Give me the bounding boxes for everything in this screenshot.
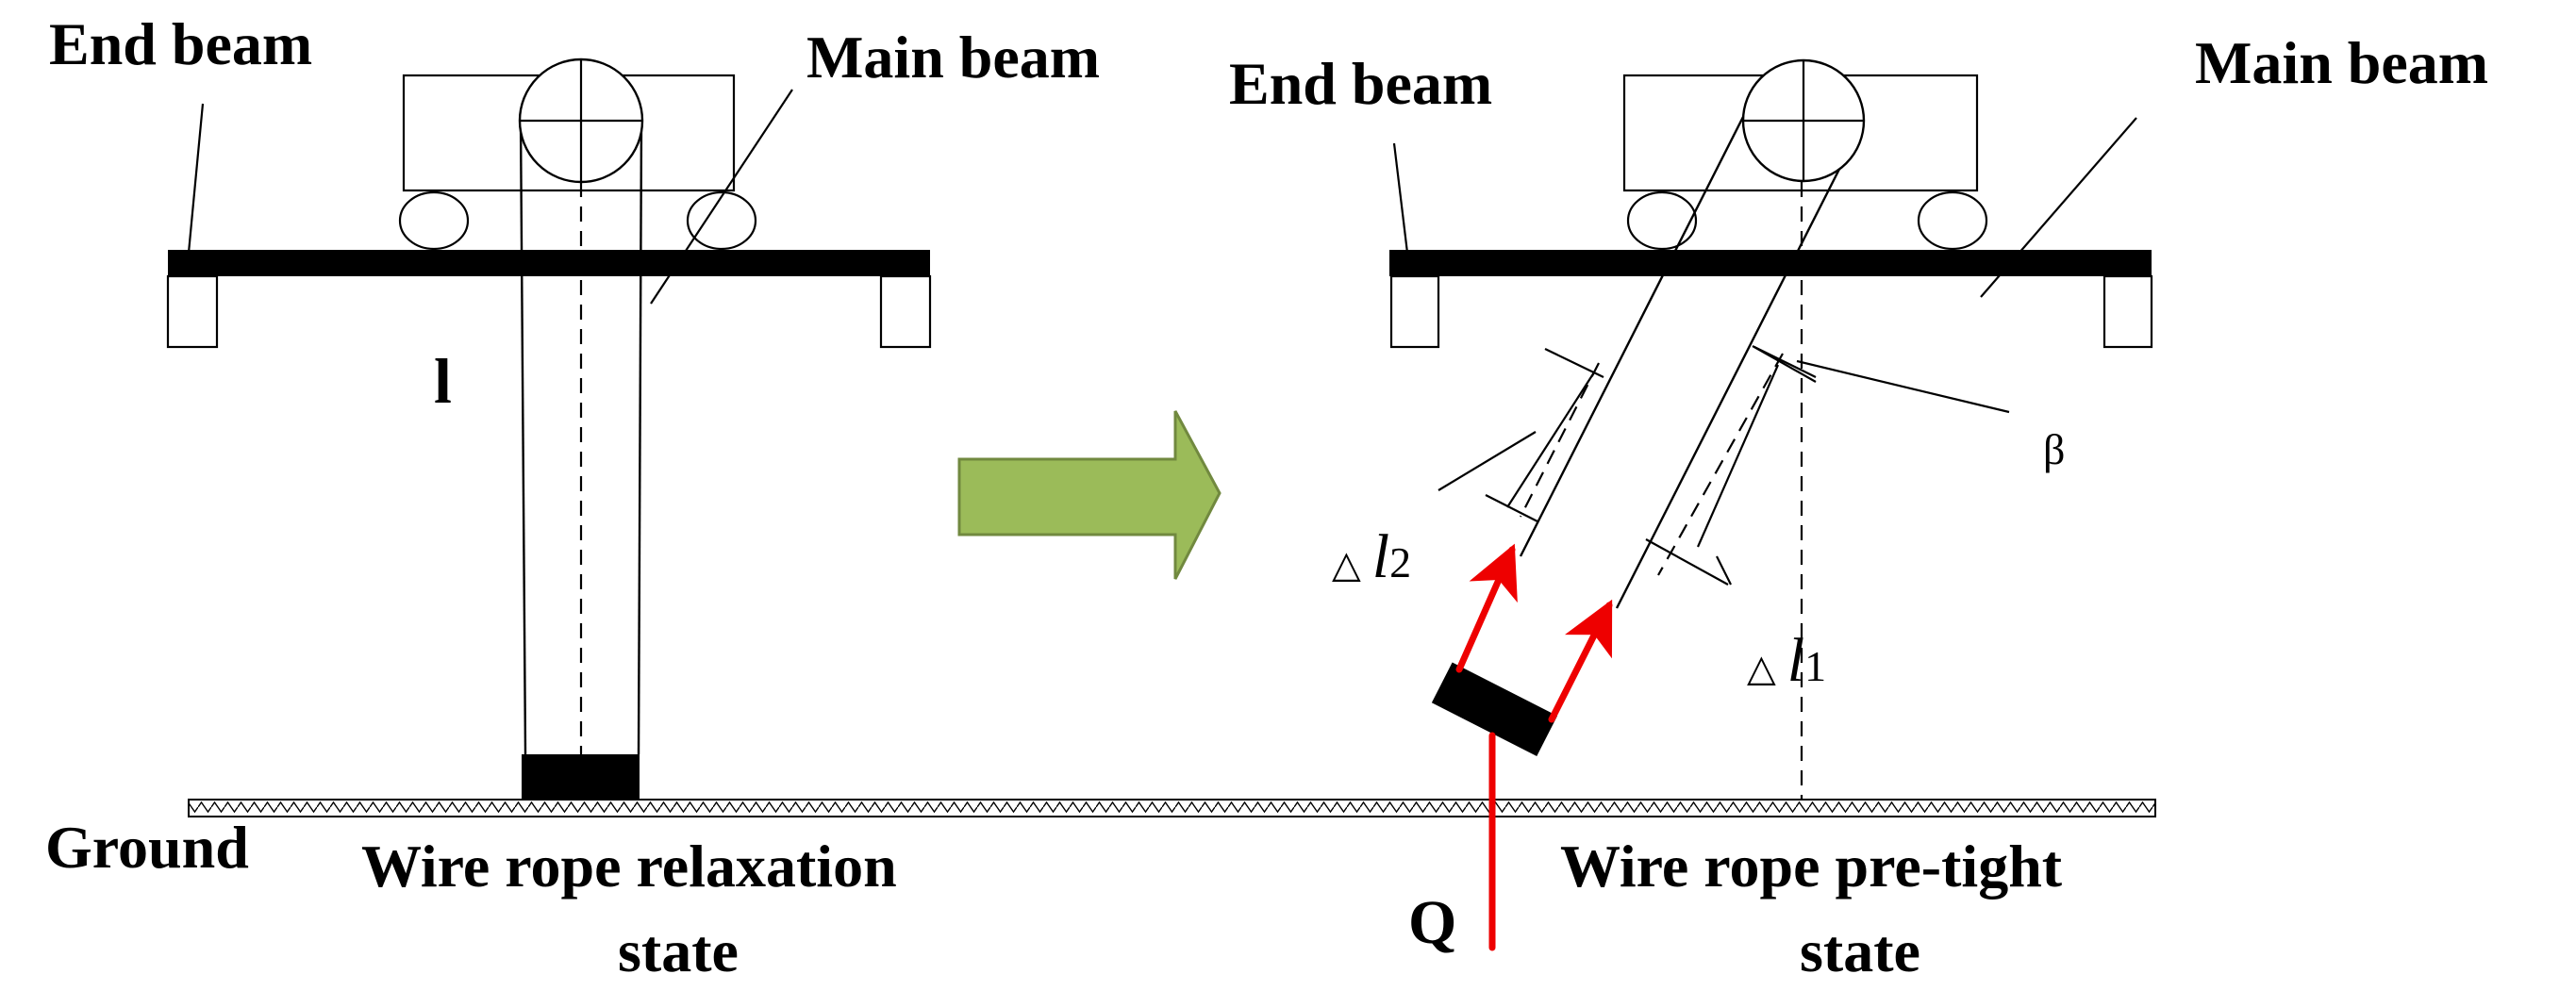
right-state-label-line2: state (1800, 917, 1920, 984)
right-end-beam-label: End beam (1229, 50, 1492, 117)
trolley-wheel-right (1917, 190, 1988, 251)
wire-rope-right (637, 118, 643, 755)
main-beam-leader (650, 89, 793, 305)
delta-l1-label: △l1 (1747, 626, 1826, 695)
rope-original-right (1657, 353, 1784, 576)
right-main-beam-label: Main beam (2195, 29, 2488, 96)
load-block (522, 754, 640, 800)
load-block-tilted (1431, 662, 1558, 756)
main-beam (168, 250, 930, 276)
left-end-beam-label: End beam (49, 10, 312, 77)
delta-l2-dimension-line (1506, 371, 1595, 508)
end-beam-support-left (1389, 274, 1440, 349)
delta-l2-label: △l2 (1332, 522, 1411, 591)
rope-length-label: l (434, 345, 452, 417)
ground-label: Ground (45, 814, 249, 881)
ground (188, 799, 2156, 817)
main-beam (1389, 250, 2152, 276)
right-state-label-line1: Wire rope pre-tight (1560, 833, 2063, 900)
wire-rope-left (519, 118, 527, 755)
end-beam-support-right (2102, 274, 2153, 349)
trolley-wheel-left (1626, 190, 1698, 251)
transition-arrow (957, 410, 1222, 580)
end-beam-support-left (166, 274, 219, 349)
trolley-wheel-left (398, 190, 470, 251)
delta-l1-dimension-line (1696, 364, 1780, 548)
end-beam-leader (1392, 142, 1409, 254)
beta-angle-leader (1796, 359, 2010, 414)
rope-original-left (1520, 362, 1600, 518)
wire-rope-left (1519, 112, 1747, 557)
tension-arrow-left (1455, 543, 1518, 673)
right-crane (1389, 58, 2153, 951)
q-load-label: Q (1408, 888, 1456, 957)
tension-arrow-right (1548, 599, 1613, 723)
delta-l2-leader (1438, 431, 1537, 491)
end-beam-leader (187, 103, 205, 254)
main-beam-leader (1980, 117, 2137, 298)
beta-label: β (2043, 425, 2065, 473)
trolley-wheel-right (686, 190, 757, 251)
end-beam-support-right (879, 274, 932, 349)
left-crane (166, 58, 932, 800)
wire-rope-right (1615, 122, 1865, 609)
left-state-label-line2: state (618, 917, 739, 984)
left-main-beam-label: Main beam (806, 24, 1100, 91)
left-state-label-line1: Wire rope relaxation (361, 833, 897, 900)
